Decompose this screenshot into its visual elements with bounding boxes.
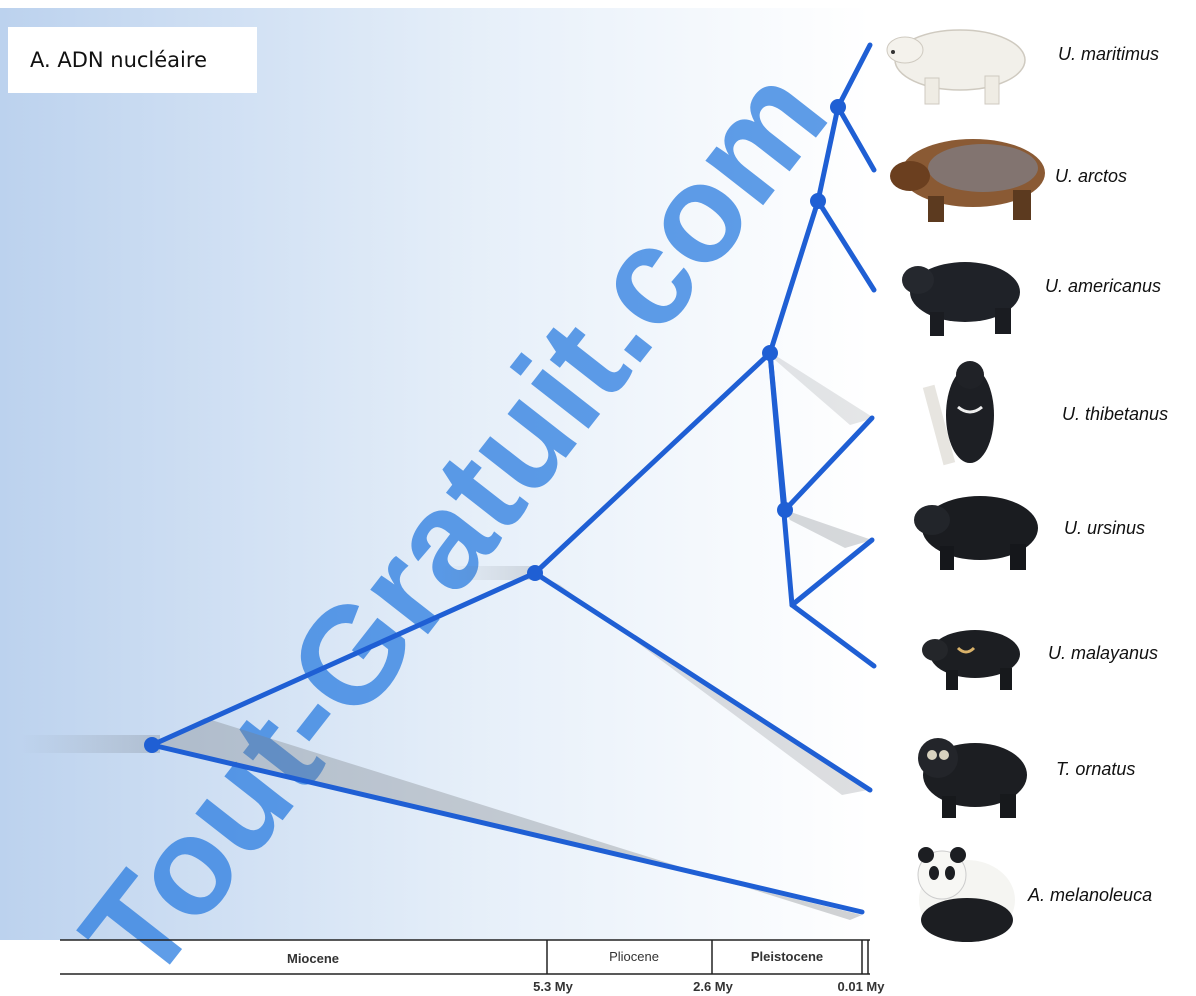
- tick-5-3-my: 5.3 My: [533, 979, 574, 994]
- epoch-pleistocene: Pleistocene: [751, 949, 823, 964]
- tick-2-6-my: 2.6 My: [693, 979, 734, 994]
- tick-0-01-my: 0.01 My: [838, 979, 886, 994]
- epoch-pliocene: Pliocene: [609, 949, 659, 964]
- epoch-miocene: Miocene: [287, 951, 339, 966]
